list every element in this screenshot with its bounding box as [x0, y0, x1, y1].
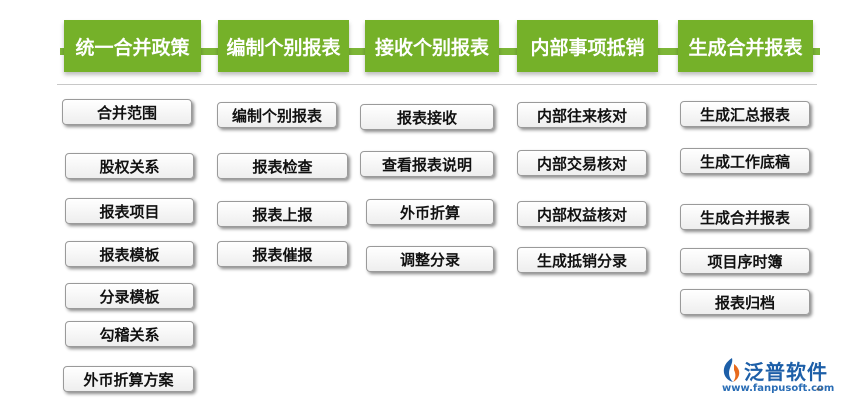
task-box: 报表项目 [65, 198, 194, 224]
fanpu-logo-icon [723, 358, 740, 382]
task-box: 编制个别报表 [217, 102, 337, 128]
task-box: 股权关系 [65, 153, 194, 179]
task-box: 生成工作底稿 [680, 148, 810, 174]
task-box: 报表催报 [217, 241, 348, 267]
task-box: 项目序时簿 [680, 248, 810, 274]
brand-logo: 泛普软件 www.fanpusoft.com ↵ [720, 354, 842, 398]
task-box: 调整分录 [366, 246, 494, 272]
brand-name: 泛普软件 [744, 360, 828, 384]
task-box: 分录模板 [65, 283, 194, 309]
task-box: 报表模板 [65, 241, 194, 267]
task-box: 合并范围 [62, 99, 192, 125]
task-box: 外币折算 [366, 199, 494, 225]
return-arrow-icon: ↵ [816, 385, 824, 395]
task-box: 报表上报 [217, 201, 348, 227]
brand-url: www.fanpusoft.com [722, 383, 835, 394]
task-box: 内部权益核对 [517, 201, 647, 227]
stage-header-consolidate: 生成合并报表 [678, 20, 813, 72]
stage-header-compile: 编制个别报表 [218, 20, 349, 72]
task-box: 生成合并报表 [680, 204, 810, 230]
stage-header-receive: 接收个别报表 [365, 20, 499, 72]
task-box: 报表检查 [217, 153, 348, 179]
stage-header-eliminate: 内部事项抵销 [517, 20, 658, 72]
task-box: 生成汇总报表 [680, 101, 810, 127]
divider-line [57, 84, 817, 85]
task-box: 查看报表说明 [360, 151, 494, 177]
task-box: 生成抵销分录 [517, 247, 647, 273]
task-box: 报表接收 [360, 104, 494, 130]
task-box: 内部往来核对 [517, 102, 647, 128]
stage-header-policy: 统一合并政策 [64, 20, 201, 72]
task-box: 报表归档 [680, 289, 810, 315]
task-box: 勾稽关系 [65, 321, 194, 347]
task-box: 外币折算方案 [63, 366, 194, 392]
task-box: 内部交易核对 [517, 150, 647, 176]
